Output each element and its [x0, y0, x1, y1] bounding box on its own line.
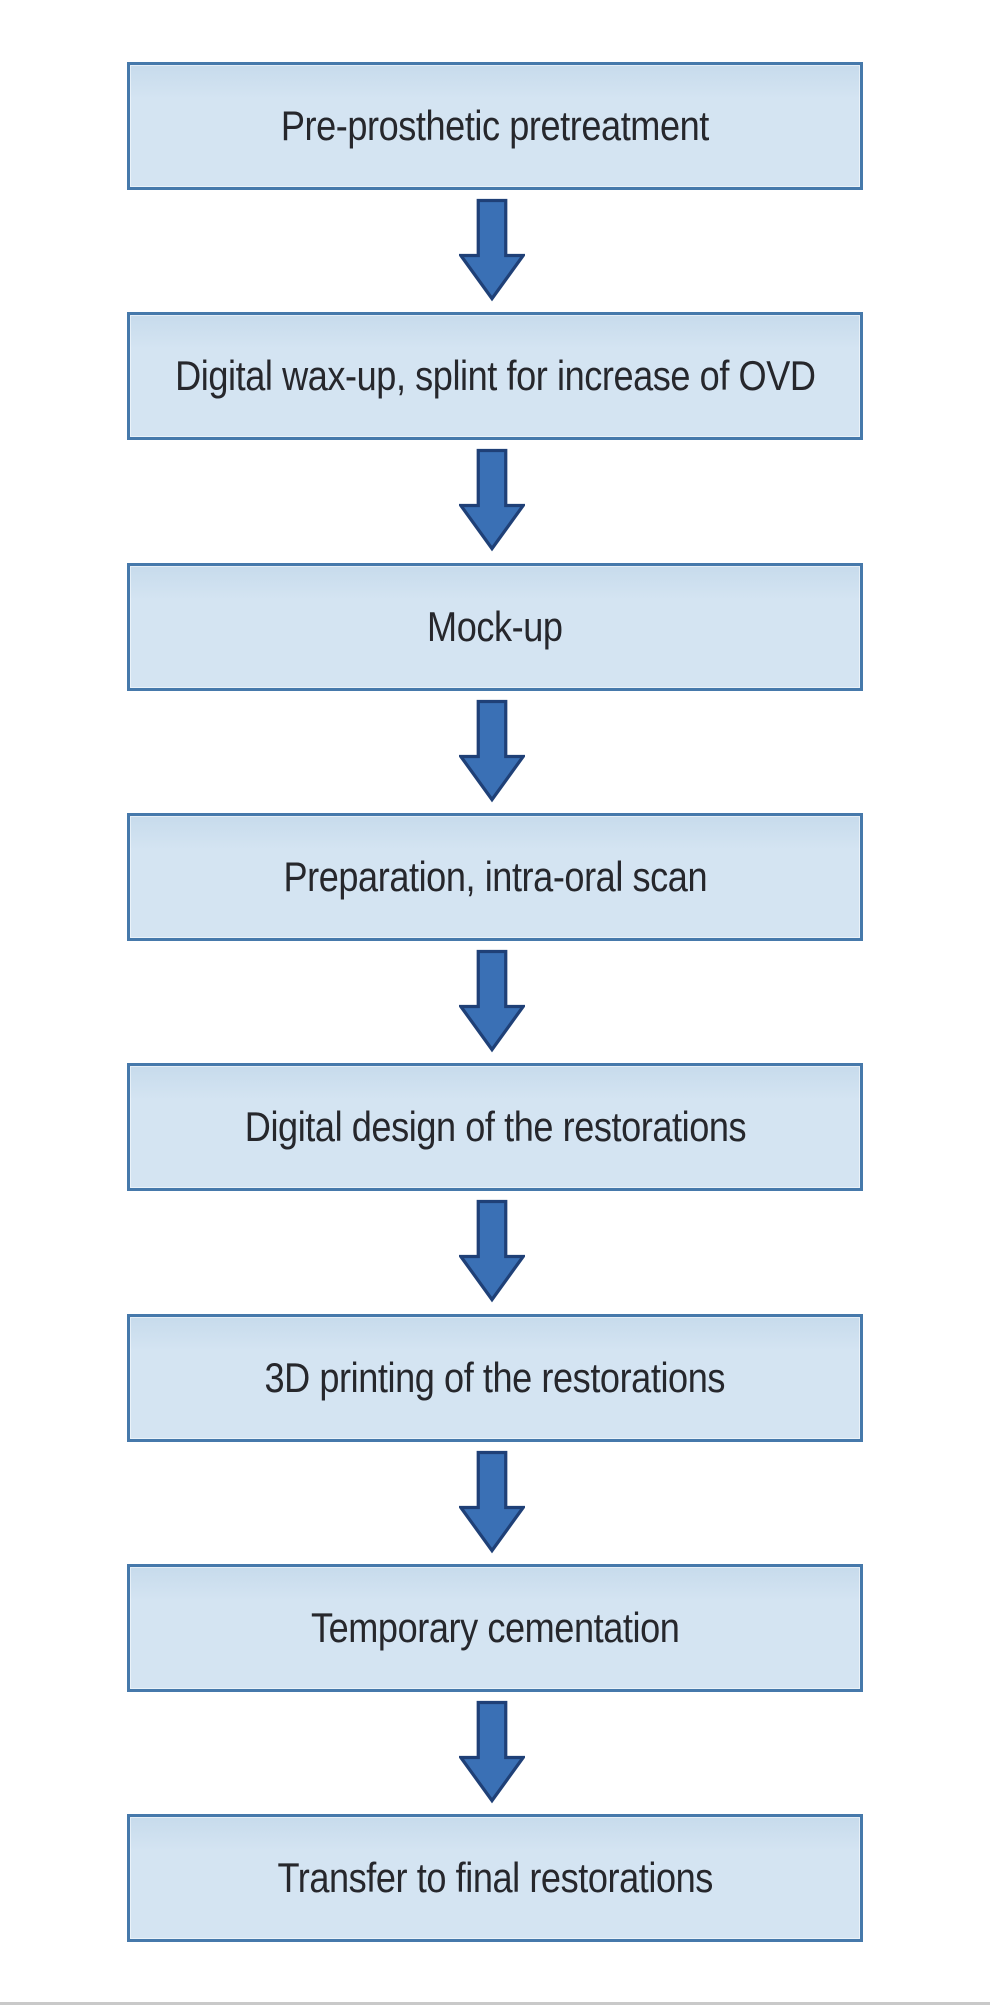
flow-step-preparation-intra-oral-scan: Preparation, intra-oral scan: [127, 813, 863, 941]
flow-step-label: Mock-up: [427, 603, 563, 650]
flow-step-label: Digital design of the restorations: [244, 1103, 746, 1150]
flow-step-label: Pre-prosthetic pretreatment: [280, 102, 710, 149]
bottom-divider: [0, 2002, 990, 2005]
flow-step-label: Transfer to final restorations: [277, 1854, 713, 1901]
flow-step-digital-design: Digital design of the restorations: [127, 1063, 863, 1191]
flow-step-3d-printing: 3D printing of the restorations: [127, 1314, 863, 1442]
down-arrow-icon: [459, 1700, 525, 1804]
flow-step-digital-wax-up: Digital wax-up, splint for increase of O…: [127, 312, 863, 440]
down-arrow-icon: [459, 448, 525, 552]
flow-step-transfer-final-restorations: Transfer to final restorations: [127, 1814, 863, 1942]
flow-step-mock-up: Mock-up: [127, 563, 863, 691]
down-arrow-icon: [459, 699, 525, 803]
flow-step-label: 3D printing of the restorations: [264, 1354, 726, 1401]
flow-step-label: Digital wax-up, splint for increase of O…: [174, 352, 816, 399]
flow-step-label: Preparation, intra-oral scan: [283, 853, 707, 900]
down-arrow-icon: [459, 1450, 525, 1554]
down-arrow-icon: [459, 1199, 525, 1303]
flow-step-label: Temporary cementation: [310, 1604, 680, 1651]
down-arrow-icon: [459, 949, 525, 1053]
flow-step-pre-prosthetic-pretreatment: Pre-prosthetic pretreatment: [127, 62, 863, 190]
down-arrow-icon: [459, 198, 525, 302]
flow-step-temporary-cementation: Temporary cementation: [127, 1564, 863, 1692]
